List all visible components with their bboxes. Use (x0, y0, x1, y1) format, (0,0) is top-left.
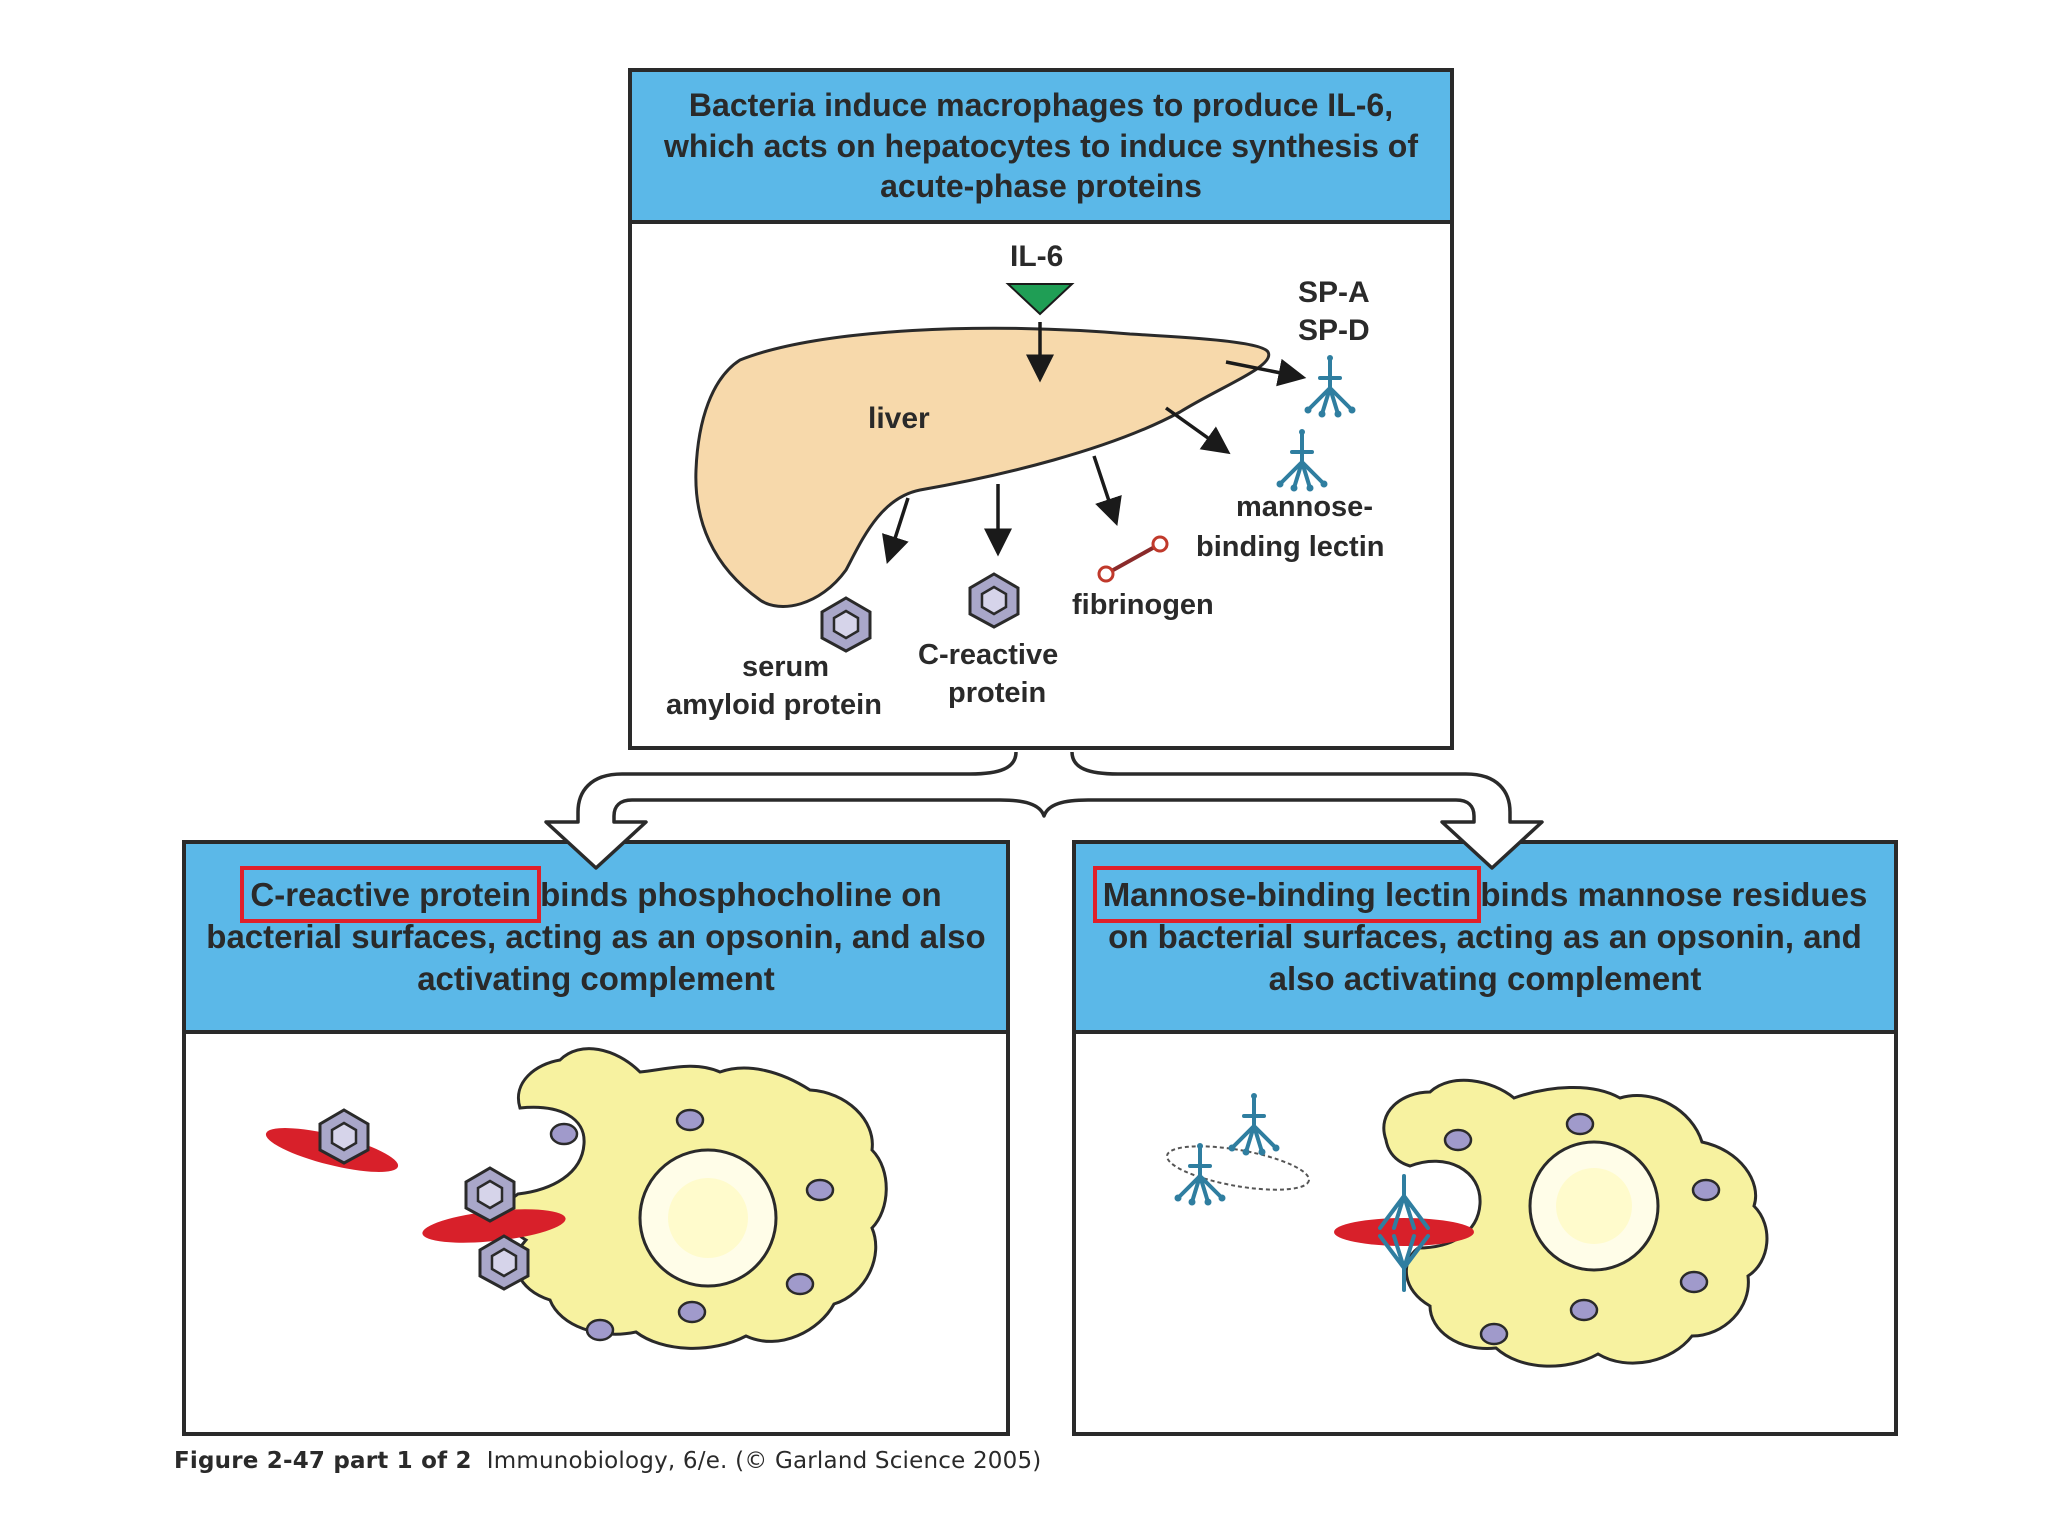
figure-caption: Figure 2-47 part 1 of 2 Immunobiology, 6… (174, 1448, 1042, 1474)
left-panel: C-reactive protein binds phosphocholine … (182, 840, 1010, 1436)
right-panel-header: Mannose-binding lectin binds mannose res… (1076, 844, 1894, 1034)
top-panel-header-text: Bacteria induce macrophages to produce I… (664, 86, 1418, 205)
right-panel-header-text: binds mannose residues on bacterial surf… (1108, 875, 1868, 998)
figure-source: Immunobiology, 6/e. (© Garland Science 2… (486, 1448, 1042, 1474)
mbl-highlight: Mannose-binding lectin (1092, 865, 1482, 923)
top-panel-header: Bacteria induce macrophages to produce I… (632, 72, 1450, 224)
top-panel: Bacteria induce macrophages to produce I… (628, 68, 1454, 750)
left-panel-header: C-reactive protein binds phosphocholine … (186, 844, 1006, 1034)
right-panel: Mannose-binding lectin binds mannose res… (1072, 840, 1898, 1436)
left-panel-header-text: binds phosphocholine on bacterial surfac… (206, 875, 986, 998)
crp-highlight: C-reactive protein (240, 865, 541, 923)
figure-number: Figure 2-47 part 1 of 2 (174, 1448, 472, 1474)
